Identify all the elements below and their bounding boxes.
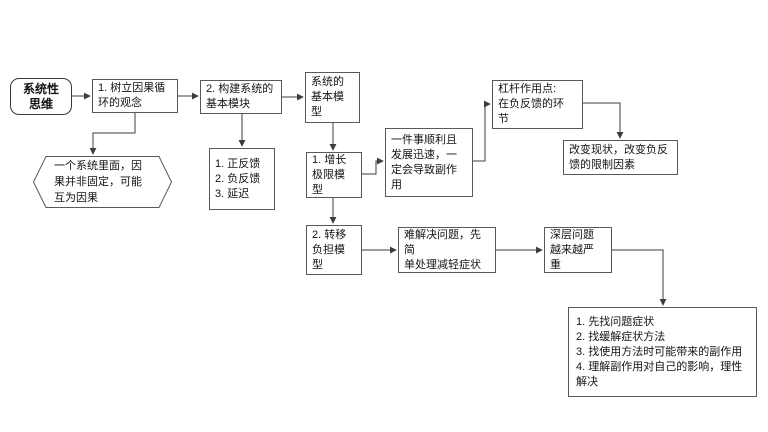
node-deep-problem[interactable]: 深层问题 越来越严 重: [544, 227, 612, 273]
node-deep-problem-label: 深层问题 越来越严 重: [550, 228, 594, 271]
node-module-list[interactable]: 1. 正反馈 2. 负反馈 3. 延迟: [209, 148, 275, 210]
node-start[interactable]: 系统性 思维: [10, 78, 72, 115]
node-growth-limit-model[interactable]: 1. 增长 极限模 型: [306, 152, 362, 198]
node-basic-model[interactable]: 系统的 基本模 型: [305, 72, 360, 123]
node-side-effect[interactable]: 一件事顺利且 发展迅速，一 定会导致副作 用: [385, 128, 473, 197]
connector-sideeffect-leverage: [473, 100, 491, 162]
node-build-modules-label: 2. 构建系统的 基本模块: [206, 83, 274, 110]
connector-growth-sideeffect: [362, 157, 384, 175]
node-shift-burden-model[interactable]: 2. 转移 负担模 型: [306, 225, 362, 275]
node-solution-steps-label: 1. 先找问题症状 2. 找缓解症状方法 3. 找使用方法时可能带来的副作用 4…: [576, 315, 743, 388]
node-growth-limit-model-label: 1. 增长 极限模 型: [312, 153, 347, 196]
node-leverage-point[interactable]: 杠杆作用点: 在负反馈的环 节: [492, 80, 583, 129]
hexagon-shape: [33, 156, 172, 208]
node-shift-burden-model-label: 2. 转移 负担模 型: [312, 228, 347, 271]
node-causal-concept[interactable]: 1. 树立因果循 环的观念: [92, 79, 178, 113]
node-change-status[interactable]: 改变现状，改变负反 馈的限制因素: [563, 140, 678, 175]
node-leverage-point-label: 杠杆作用点: 在负反馈的环 节: [498, 83, 564, 125]
node-causal-note-label: 一个系统里面，因 果并非固定，可能 互为因果: [54, 160, 142, 204]
node-solution-steps[interactable]: 1. 先找问题症状 2. 找缓解症状方法 3. 找使用方法时可能带来的副作用 4…: [568, 307, 757, 397]
connector-concept-causenote: [89, 113, 136, 155]
node-change-status-label: 改变现状，改变负反 馈的限制因素: [569, 143, 668, 171]
node-build-modules[interactable]: 2. 构建系统的 基本模块: [200, 80, 282, 114]
connector-leverage-change: [583, 102, 624, 139]
node-causal-concept-label: 1. 树立因果循 环的观念: [98, 82, 166, 109]
node-module-list-label: 1. 正反馈 2. 负反馈 3. 延迟: [215, 157, 261, 200]
connector-deep-steps: [612, 249, 667, 306]
node-symptom-relief-label: 难解决问题，先简 单处理减轻症状: [404, 228, 481, 271]
node-side-effect-label: 一件事顺利且 发展迅速，一 定会导致副作 用: [391, 133, 457, 191]
node-causal-note-hexagon[interactable]: 一个系统里面，因 果并非固定，可能 互为因果: [33, 156, 172, 208]
node-start-label: 系统性 思维: [22, 81, 59, 111]
node-symptom-relief[interactable]: 难解决问题，先简 单处理减轻症状: [398, 227, 496, 273]
node-basic-model-label: 系统的 基本模 型: [311, 76, 344, 118]
